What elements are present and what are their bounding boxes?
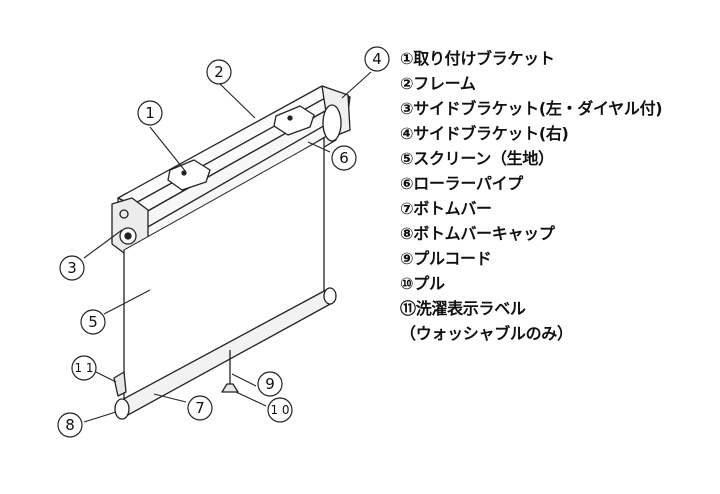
pull bbox=[221, 383, 239, 393]
leader-lines bbox=[83, 71, 372, 423]
callout-6: 6 bbox=[331, 145, 357, 171]
callout-5: 5 bbox=[80, 309, 106, 335]
callout-3: 3 bbox=[59, 255, 85, 281]
callout-10: 1 0 bbox=[267, 397, 293, 423]
legend-item-side-bracket-left: ③サイドブラケット(左・ダイヤル付) bbox=[400, 99, 663, 118]
callout-7: 7 bbox=[187, 395, 213, 421]
legend-item-care-label: ⑪洗濯表示ラベル bbox=[400, 299, 526, 318]
callout-3-label: 3 bbox=[67, 259, 77, 277]
callout-10-label: 1 0 bbox=[270, 403, 289, 417]
legend-item-side-bracket-right: ④サイドブラケット(右) bbox=[400, 124, 569, 143]
legend-item-bottom-bar: ⑦ボトムバー bbox=[400, 199, 492, 218]
legend-item-roller-pipe: ⑥ローラーパイプ bbox=[400, 174, 523, 193]
callout-6-label: 6 bbox=[339, 149, 349, 167]
legend-item-mounting-bracket: ①取り付けブラケット bbox=[400, 49, 555, 68]
callout-9-label: 9 bbox=[265, 375, 275, 393]
callout-1-label: 1 bbox=[145, 104, 155, 122]
callout-4: 4 bbox=[364, 46, 390, 72]
legend-item-screen: ⑤スクリーン（生地） bbox=[400, 149, 554, 168]
parts-legend: ①取り付けブラケット ②フレーム ③サイドブラケット(左・ダイヤル付) ④サイド… bbox=[400, 46, 716, 346]
callout-1: 1 bbox=[137, 100, 163, 126]
callout-8: 8 bbox=[57, 412, 83, 438]
callouts: 1 2 3 4 5 6 7 8 bbox=[57, 46, 390, 438]
legend-item-frame: ②フレーム bbox=[400, 74, 476, 93]
callout-4-label: 4 bbox=[372, 50, 382, 68]
legend-item-care-label-note: （ウォッシャブルのみ） bbox=[400, 324, 573, 343]
callout-9: 9 bbox=[257, 371, 283, 397]
bottom-bar-cap bbox=[114, 398, 130, 420]
legend-item-pull: ⑩プル bbox=[400, 274, 445, 293]
callout-11: 1 1 bbox=[71, 355, 97, 381]
care-label bbox=[113, 371, 127, 397]
mounting-bracket bbox=[167, 105, 315, 191]
callout-2-label: 2 bbox=[214, 63, 224, 81]
callout-5-label: 5 bbox=[88, 313, 98, 331]
callout-8-label: 8 bbox=[65, 416, 75, 434]
callout-11-label: 1 1 bbox=[74, 361, 93, 375]
callout-2: 2 bbox=[206, 59, 232, 85]
legend-item-bottom-bar-cap: ⑧ボトムバーキャップ bbox=[400, 224, 555, 243]
legend-item-pull-cord: ⑨プルコード bbox=[400, 249, 492, 268]
callout-7-label: 7 bbox=[195, 399, 205, 417]
